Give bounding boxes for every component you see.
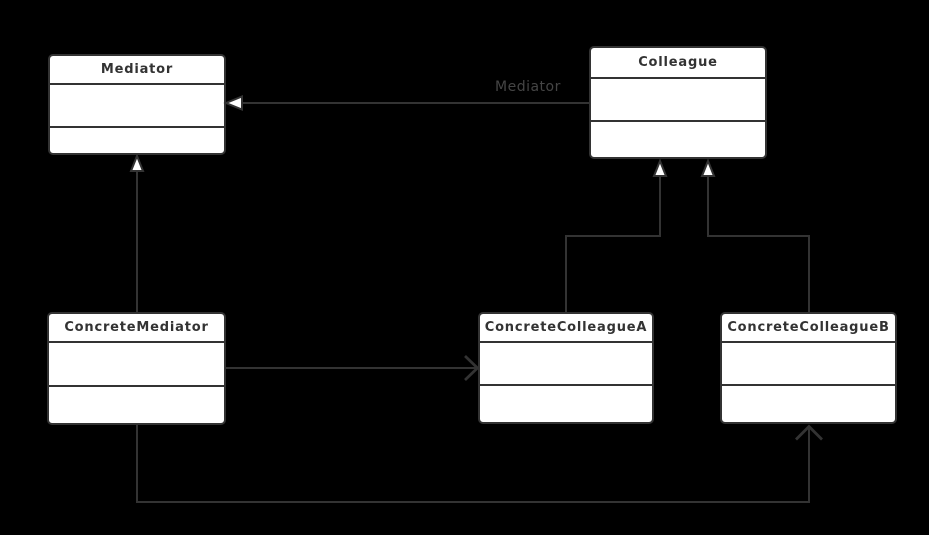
class-methods-concretecolleagueb: [722, 384, 895, 422]
class-methods-concretemediator: [49, 385, 224, 423]
association-concretemediator-to-concretecolleaguea-arrowhead-icon: [464, 355, 480, 381]
class-methods-concretecolleaguea: [480, 384, 652, 422]
class-box-concretemediator: ConcreteMediator: [47, 312, 226, 425]
class-box-mediator: Mediator: [48, 54, 226, 155]
class-box-colleague: Colleague: [589, 46, 767, 159]
class-title-concretemediator: ConcreteMediator: [64, 320, 209, 335]
inheritance-concretecolleaguea-to-colleague-line: [565, 176, 661, 312]
class-attributes-concretemediator: [49, 341, 224, 385]
class-box-concretecolleaguea: ConcreteColleagueA: [478, 312, 654, 424]
class-methods-colleague: [591, 120, 765, 157]
class-title-concretecolleaguea: ConcreteColleagueA: [484, 320, 648, 335]
edge-label-mediator: Mediator: [495, 79, 561, 95]
inheritance-concretecolleagueb-to-colleague-arrowhead-icon: [700, 158, 716, 177]
class-attributes-concretecolleaguea: [480, 341, 652, 384]
association-concretemediator-to-concretecolleagueb-arrowhead-icon: [795, 424, 823, 441]
class-title-mediator: Mediator: [100, 62, 174, 77]
class-title-colleague: Colleague: [638, 55, 718, 70]
class-attributes-mediator: [50, 83, 224, 126]
class-methods-mediator: [50, 126, 224, 153]
association-colleague-to-mediator-arrowhead-icon: [223, 95, 243, 111]
inheritance-concretemediator-to-mediator-arrowhead-icon: [129, 153, 145, 172]
class-attributes-concretecolleagueb: [722, 341, 895, 384]
class-attributes-colleague: [591, 77, 765, 120]
class-title-concretecolleagueb: ConcreteColleagueB: [727, 320, 890, 335]
association-concretemediator-to-concretecolleagueb-line: [136, 425, 810, 503]
inheritance-concretecolleaguea-to-colleague-arrowhead-icon: [652, 158, 668, 177]
inheritance-concretecolleagueb-to-colleague-line: [707, 176, 810, 312]
class-box-concretecolleagueb: ConcreteColleagueB: [720, 312, 897, 424]
